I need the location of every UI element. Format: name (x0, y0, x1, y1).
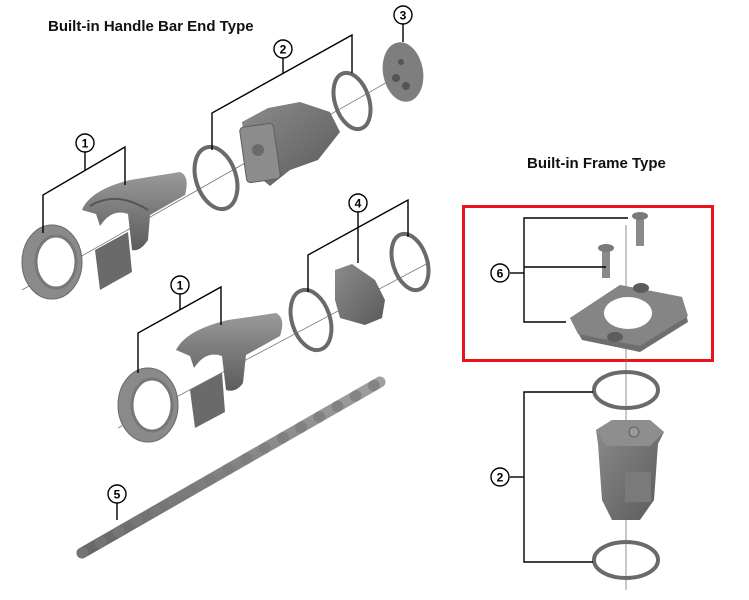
part-1-bar-end-cover-middle (117, 313, 283, 443)
svg-text:6: 6 (497, 267, 504, 281)
svg-text:3: 3 (400, 9, 407, 23)
callout-2-top: 2 (273, 39, 293, 59)
part-2-junction-frame (592, 370, 664, 580)
leader-lines-frame (510, 217, 628, 563)
svg-text:5: 5 (114, 488, 121, 502)
callout-6: 6 (490, 263, 510, 283)
callout-3: 3 (393, 5, 413, 25)
callout-5: 5 (107, 484, 127, 504)
part-4-plug-set (288, 231, 431, 353)
callout-1-middle: 1 (170, 275, 190, 295)
part-2-junction-top (192, 70, 373, 212)
leader-lines-left (42, 24, 409, 520)
svg-text:1: 1 (177, 279, 184, 293)
callout-1-top: 1 (75, 133, 95, 153)
svg-text:1: 1 (82, 137, 89, 151)
svg-text:2: 2 (497, 471, 504, 485)
callout-4: 4 (348, 193, 368, 213)
highlight-box (462, 205, 714, 362)
part-5-tool-rod (76, 376, 386, 559)
axis-line-top (21, 67, 413, 291)
callout-2-frame: 2 (490, 467, 510, 487)
part-3-lock-nut (382, 42, 424, 102)
handlebar-section-title: Built-in Handle Bar End Type (48, 18, 254, 35)
svg-text:4: 4 (355, 197, 362, 211)
svg-text:2: 2 (280, 43, 287, 57)
part-6-mounting-plate-and-bolts (570, 212, 688, 352)
frame-section-title: Built-in Frame Type (527, 155, 666, 172)
part-1-bar-end-cover-top (21, 172, 187, 300)
